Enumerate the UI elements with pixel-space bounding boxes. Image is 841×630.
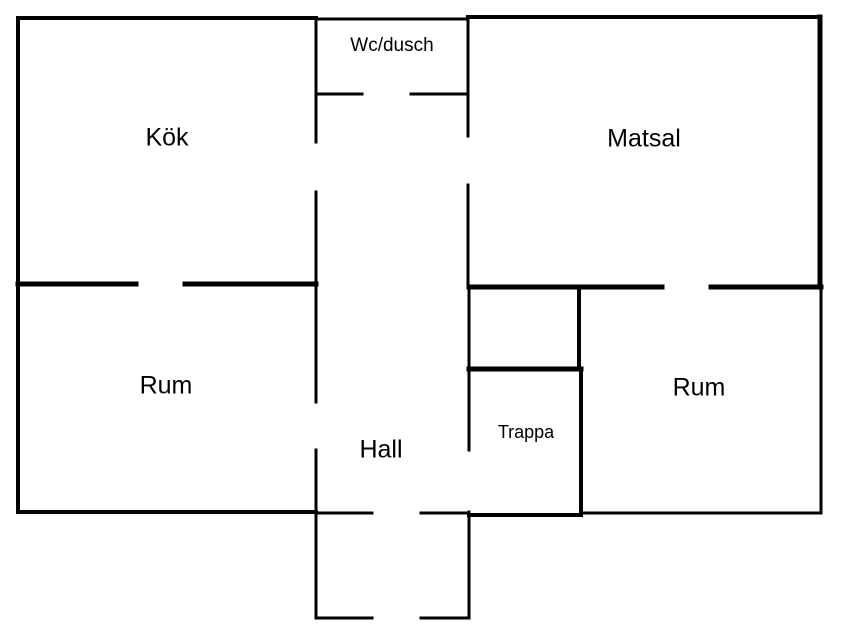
hall-walls [314,15,471,620]
label-stairs: Trappa [498,422,555,442]
room-labels: Kök Wc/dusch Matsal Rum Rum Hall Trappa [140,35,726,464]
label-room-right: Rum [673,374,726,402]
label-dining: Matsal [607,125,681,153]
label-kitchen: Kök [145,124,189,152]
label-wc: Wc/dusch [350,35,433,56]
outer-walls [16,14,823,515]
label-hall: Hall [359,436,402,464]
interior-walls [15,281,824,517]
label-room-left: Rum [140,372,193,400]
